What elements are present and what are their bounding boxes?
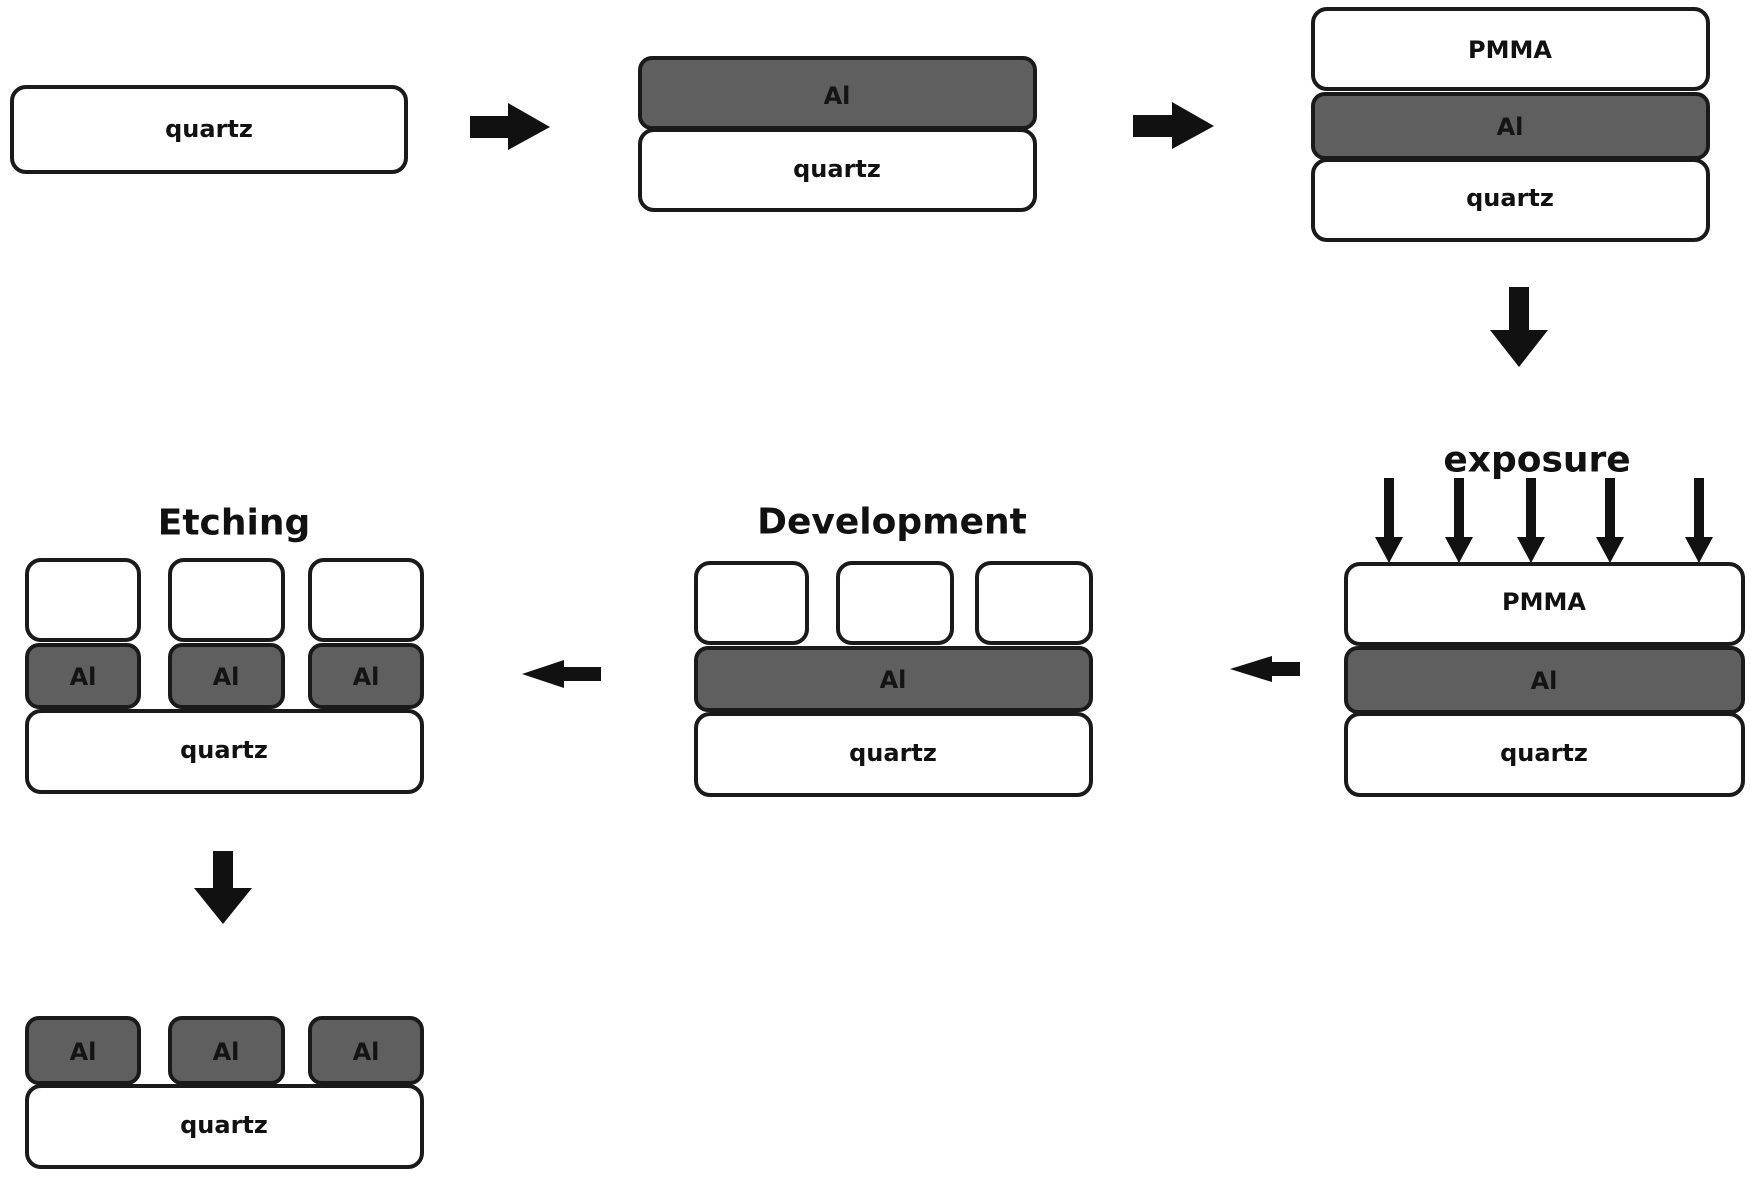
pmma-block (975, 561, 1093, 645)
stage-2-al-deposition: Al quartz (638, 56, 1037, 212)
arrow-down-icon (1490, 287, 1548, 367)
pmma-block (836, 561, 954, 645)
pmma-block (25, 558, 141, 642)
quartz-layer (25, 1084, 424, 1169)
step-title-etching: Etching (158, 503, 311, 544)
step-title-development: Development (757, 502, 1027, 543)
stage-3-pmma-coating: PMMA Al quartz (1311, 7, 1710, 242)
quartz-label: quartz (1466, 184, 1554, 212)
quartz-label: quartz (180, 1111, 268, 1139)
pmma-layer (1311, 7, 1710, 91)
al-block (25, 1016, 141, 1085)
quartz-label: quartz (180, 736, 268, 764)
al-label: Al (70, 663, 97, 691)
pmma-block (694, 561, 809, 645)
quartz-label: quartz (793, 155, 881, 183)
al-label: Al (70, 1038, 97, 1066)
al-block (308, 643, 424, 709)
pmma-block (168, 558, 285, 642)
al-block (168, 1016, 285, 1085)
al-block (168, 643, 285, 709)
stage-6-etching: Etching Al Al Al quartz (25, 503, 424, 794)
al-label: Al (213, 1038, 240, 1066)
arrow-left-icon (1230, 656, 1300, 682)
quartz-layer (1311, 158, 1710, 242)
al-label: Al (353, 663, 380, 691)
quartz-layer (1344, 712, 1745, 797)
exposure-arrow-icon (1375, 478, 1403, 563)
quartz-label: quartz (165, 115, 253, 143)
al-layer (694, 646, 1093, 712)
arrow-right-icon (1133, 102, 1214, 149)
exposure-arrow-icon (1445, 478, 1473, 563)
exposure-arrow-icon (1596, 478, 1624, 563)
pmma-block (308, 558, 424, 642)
stage-4-exposure: exposure PMMA Al quartz (1344, 440, 1745, 797)
quartz-layer (694, 712, 1093, 797)
quartz-layer (10, 85, 408, 174)
al-label: Al (1497, 113, 1524, 141)
al-label: Al (213, 663, 240, 691)
al-label: Al (1531, 667, 1558, 695)
arrow-left-icon (522, 660, 601, 688)
al-label: Al (880, 666, 907, 694)
stage-5-development: Development Al quartz (694, 502, 1093, 797)
pmma-label: PMMA (1502, 588, 1586, 616)
arrow-right-icon (470, 103, 550, 150)
exposure-arrow-icon (1517, 478, 1545, 563)
quartz-layer (25, 709, 424, 794)
al-label: Al (353, 1038, 380, 1066)
quartz-label: quartz (1500, 739, 1588, 767)
step-title-exposure: exposure (1443, 440, 1630, 481)
exposure-arrow-icon (1685, 478, 1713, 563)
stage-1-substrate: quartz (10, 85, 408, 174)
pmma-label: PMMA (1468, 36, 1552, 64)
al-block (25, 643, 141, 709)
quartz-label: quartz (849, 739, 937, 767)
stage-7-final-pattern: Al Al Al quartz (25, 1016, 424, 1169)
arrow-down-icon (194, 851, 252, 924)
al-block (308, 1016, 424, 1085)
exposure-arrows (1375, 478, 1713, 563)
al-label: Al (824, 82, 851, 110)
quartz-layer (638, 128, 1037, 212)
pmma-layer (1344, 562, 1745, 646)
